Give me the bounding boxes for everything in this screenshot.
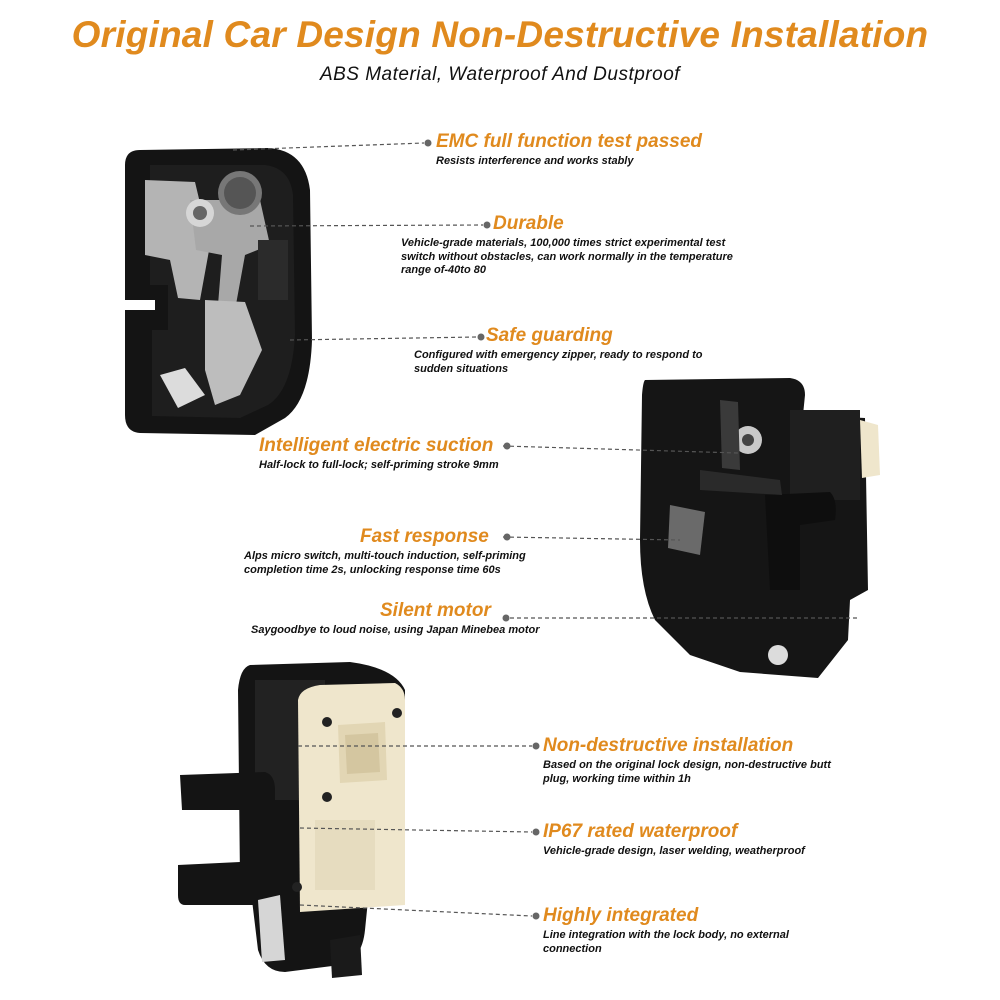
- feature-description: Configured with emergency zipper, ready …: [414, 349, 703, 375]
- feature-durable: Durable Vehicle-grade materials, 100,000…: [401, 213, 741, 278]
- feature-highly-integrated: Highly integrated Line integration with …: [543, 905, 833, 956]
- feature-title: Silent motor: [380, 600, 491, 621]
- feature-description: Line integration with the lock body, no …: [543, 929, 789, 955]
- feature-emc-test: EMC full function test passed Resists in…: [436, 131, 736, 169]
- feature-title: Safe guarding: [486, 325, 613, 346]
- lock-actuator-plug-image: [178, 662, 405, 978]
- feature-electric-suction: Intelligent electric suction Half-lock t…: [259, 435, 539, 473]
- page-subtitle: ABS Material, Waterproof And Dustproof: [319, 64, 681, 85]
- feature-title: Highly integrated: [543, 905, 699, 926]
- feature-description: Saygoodbye to loud noise, using Japan Mi…: [251, 624, 540, 636]
- feature-description: Resists interference and works stably: [436, 155, 634, 167]
- feature-silent-motor: Silent motor Saygoodbye to loud noise, u…: [251, 600, 571, 638]
- feature-description: Half-lock to full-lock; self-priming str…: [259, 459, 499, 471]
- feature-title: Intelligent electric suction: [259, 435, 494, 456]
- feature-fast-response: Fast response Alps micro switch, multi-t…: [244, 526, 544, 577]
- feature-title: Fast response: [360, 526, 489, 547]
- feature-non-destructive-installation: Non-destructive installation Based on th…: [543, 735, 843, 786]
- feature-title: Non-destructive installation: [543, 735, 794, 756]
- feature-title: EMC full function test passed: [436, 131, 703, 152]
- lock-actuator-open-image: [125, 148, 312, 435]
- feature-description: Based on the original lock design, non-d…: [543, 759, 831, 785]
- feature-title: Durable: [493, 213, 564, 234]
- feature-description: Vehicle-grade materials, 100,000 times s…: [401, 237, 733, 276]
- lock-actuator-back-image: [640, 378, 880, 678]
- feature-title: IP67 rated waterproof: [543, 821, 738, 842]
- feature-description: Alps micro switch, multi-touch induction…: [244, 550, 526, 576]
- feature-description: Vehicle-grade design, laser welding, wea…: [543, 845, 805, 857]
- feature-safe-guarding: Safe guarding Configured with emergency …: [414, 325, 734, 376]
- feature-ip67-waterproof: IP67 rated waterproof Vehicle-grade desi…: [543, 821, 843, 859]
- page-title: Original Car Design Non-Destructive Inst…: [71, 14, 929, 55]
